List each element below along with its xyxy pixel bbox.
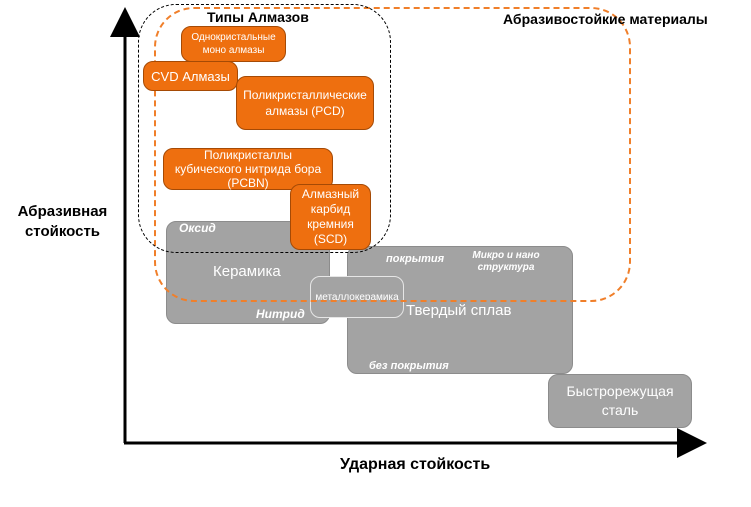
pcbn-box: Поликристаллы кубического нитрида бора (… [163,148,333,190]
diamond-types-title: Типы Алмазов [207,9,309,25]
nitride-label: Нитрид [256,307,305,321]
uncoated-label: без покрытия [369,360,449,372]
abrasive-region-title: Абразивостойкие материалы [503,11,708,27]
scd-box: Алмазный карбид кремния (SCD) [290,184,371,250]
diamond-types-region [138,4,391,253]
ceramics-label: Керамика [213,263,281,280]
pcd-box: Поликристаллические алмазы (PCD) [236,76,374,130]
x-axis-label: Ударная стойкость [340,456,491,473]
cvd-diamond-box: CVD Алмазы [143,61,238,91]
micro-nano-label: Микро и нано структура [472,250,540,273]
coated-label: покрытия [386,253,445,265]
hard-alloy-label: Твердый сплав [406,302,512,319]
hss-box: Быстрорежущая сталь [548,374,692,428]
cermet-box: металлокерамика [310,276,404,318]
mono-diamond-box: Однокристальные моно алмазы [181,26,286,62]
y-axis-label: Абразивная стойкость [17,203,108,240]
oxide-label: Оксид [179,221,216,235]
abrasive-region [154,7,631,302]
